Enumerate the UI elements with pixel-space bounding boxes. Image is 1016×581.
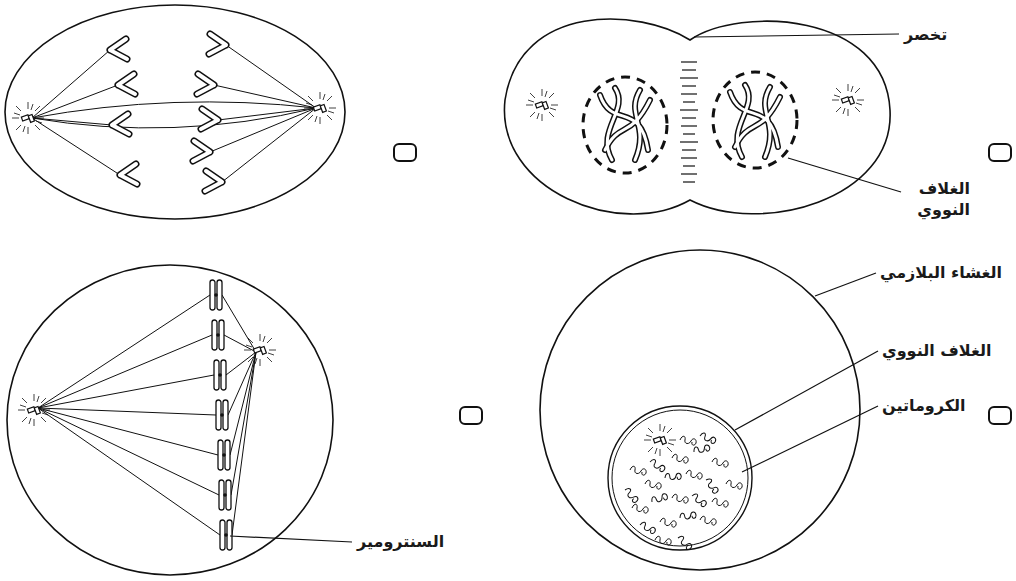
spindle-fibers <box>38 295 256 535</box>
leader-line <box>694 34 899 37</box>
chromosome <box>193 141 210 161</box>
centriole <box>12 102 44 134</box>
interphase-cell <box>540 250 878 570</box>
nuclear-envelope <box>612 410 748 546</box>
chromosome <box>219 480 231 510</box>
spindle-fibers <box>32 45 316 182</box>
leader-line <box>788 158 901 192</box>
chromosome <box>209 34 226 54</box>
chromosome <box>201 109 218 129</box>
answer-box <box>989 144 1011 161</box>
telophase-cell <box>504 19 901 214</box>
chromosome <box>210 280 222 310</box>
chromosome <box>220 520 232 550</box>
part-label: الغلاف النووي <box>906 178 970 220</box>
centriole <box>832 84 864 116</box>
chromosome <box>118 74 135 94</box>
anaphase-cell <box>5 5 345 219</box>
part-label: تخصر <box>904 24 947 45</box>
chromosomes <box>600 85 780 160</box>
nuclear-envelope <box>608 406 752 550</box>
part-label: الكروماتين <box>882 395 966 416</box>
nuclear-envelope <box>713 72 797 168</box>
chromosome <box>120 164 137 184</box>
centriole <box>18 394 50 426</box>
chromatin <box>622 432 742 550</box>
cell-plate <box>680 62 698 182</box>
centriole <box>304 92 336 124</box>
leader-line <box>230 536 352 542</box>
answer-box <box>989 407 1011 424</box>
part-label: الغشاء البلازمي <box>880 262 1002 283</box>
nuclear-envelope <box>583 77 667 173</box>
answer-box <box>394 144 416 161</box>
chromosome <box>110 39 127 59</box>
metaphase-cell <box>7 265 352 575</box>
answer-box <box>460 407 482 424</box>
chromosome <box>218 440 230 470</box>
answer-boxes <box>394 144 1011 424</box>
leader-line <box>815 273 876 296</box>
chromosome <box>212 320 224 350</box>
chromosome <box>214 360 226 390</box>
leader-line <box>735 351 878 430</box>
part-label: الغلاف النووي <box>882 340 992 361</box>
part-label: السنترومير <box>357 531 444 552</box>
chromosome <box>216 400 228 430</box>
chromosome <box>197 74 214 94</box>
chromosome <box>112 114 129 134</box>
centriole <box>244 334 276 366</box>
leader-line <box>742 406 878 472</box>
centriole <box>644 424 676 456</box>
chromosome <box>205 171 222 191</box>
centriole <box>526 89 558 121</box>
